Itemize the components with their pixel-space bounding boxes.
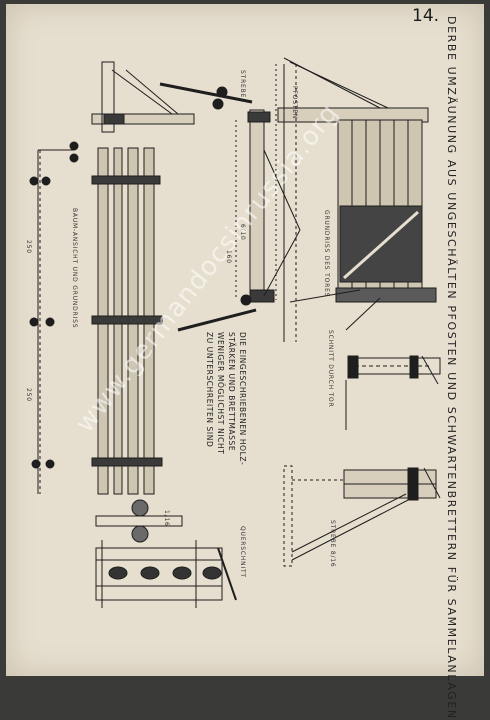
post-strut-diagram: [159, 64, 301, 332]
dim-250-top: 250: [25, 240, 32, 254]
label-elevation-plan: BAUM-ANSICHT UND GRUNDRISS: [71, 208, 78, 329]
label-pfosten: PFOSTEN: [291, 86, 298, 120]
label-strebe-2: STREBE 8/16: [329, 520, 336, 568]
drawing-note: DIE EINGESCHRIEBENEN HOLZ- STÄRKEN UND B…: [205, 332, 247, 466]
strut-section: [283, 465, 441, 567]
dim-116: 1/16: [163, 510, 170, 527]
dim-250-bottom: 250: [25, 388, 32, 402]
label-strebe: STREBE: [239, 70, 246, 99]
technical-drawing: [29, 57, 441, 608]
label-gate-side: SCHNITT DURCH TOR: [327, 330, 334, 408]
gate-section: [345, 355, 441, 430]
fence-elevation: [29, 141, 163, 495]
gate-elevation: [277, 57, 437, 342]
label-cross-section: QUERSCHNITT: [239, 526, 246, 578]
cross-section: [95, 499, 237, 608]
page-number: 14.: [412, 6, 440, 26]
post-top-detail: [91, 61, 195, 133]
label-hinge-detail: GRUNDRISS DES TORES: [323, 210, 330, 298]
